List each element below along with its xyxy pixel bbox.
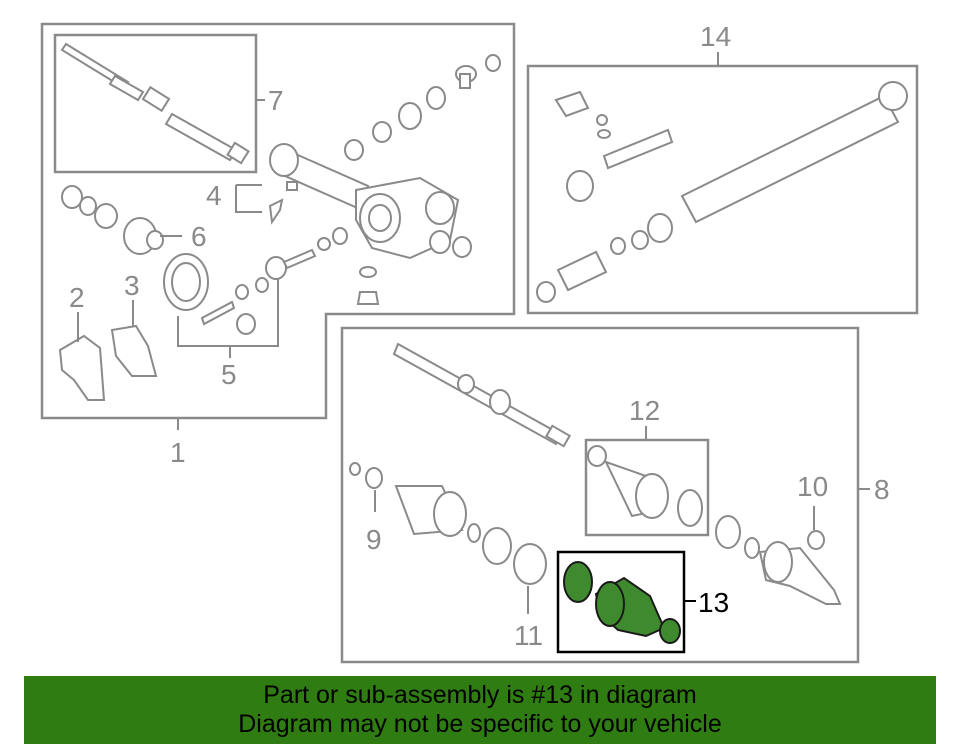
callout-7: 7 [268,85,284,116]
callout-3: 3 [124,270,140,301]
group-14-frame [526,64,919,315]
callout-9: 9 [366,524,382,555]
axle-shaft-drawing [392,342,572,448]
deflector-3-drawing [110,324,158,377]
info-banner: Part or sub-assembly is #13 in diagram D… [24,676,936,744]
clip-4-drawing [268,181,298,225]
propeller-shaft-drawing [536,81,908,303]
shaft-7-drawing [60,42,250,165]
group-8-frame [340,326,860,664]
ring-gear-5-drawing [163,227,348,335]
differential-housing-drawing [269,143,472,305]
callout-13[interactable]: 13 [698,587,729,618]
callout-8: 8 [874,474,890,505]
banner-line-1: Part or sub-assembly is #13 in diagram [263,681,697,709]
callout-5: 5 [221,359,237,390]
inner-joint-drawing [349,462,547,585]
callout-14: 14 [700,21,731,52]
callout-2: 2 [69,282,85,313]
callout-4: 4 [206,180,222,211]
group-1-leaders [77,99,279,430]
deflector-2-drawing [58,334,106,401]
bearings-6-drawing [61,185,164,255]
boot-13-drawing[interactable] [563,561,681,644]
outer-joint-drawing [715,515,842,605]
callout-1: 1 [170,437,186,468]
callout-6: 6 [191,221,207,252]
callout-10: 10 [797,471,828,502]
seals-drawing [344,54,501,161]
callout-12: 12 [629,395,660,426]
group-7-frame [53,33,258,174]
boot-kit-12-drawing [587,445,703,527]
banner-line-2: Diagram may not be specific to your vehi… [238,710,722,738]
group-8-leaders [374,490,815,614]
group-1-frame [40,22,516,420]
callout-11: 11 [514,620,543,651]
